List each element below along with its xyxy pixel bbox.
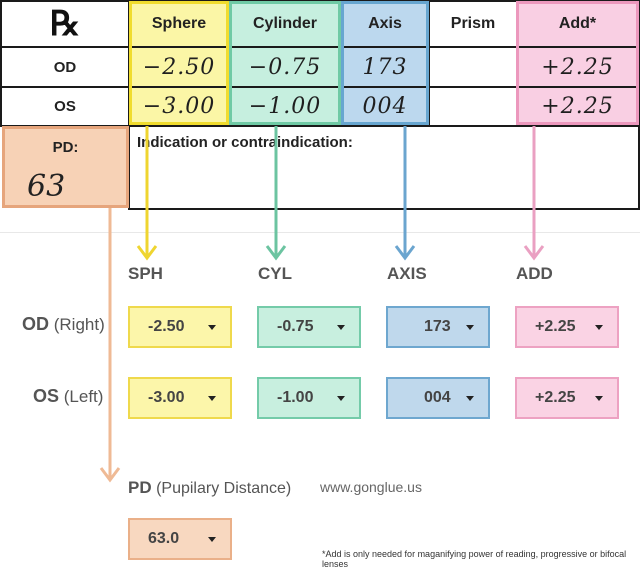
- od-add-select[interactable]: +2.25: [515, 306, 619, 348]
- od-cylinder-value: −0.75: [248, 54, 322, 80]
- pd-card-box: PD: 63: [2, 126, 129, 208]
- os-cyl-select-value: -1.00: [277, 389, 314, 406]
- os-prism-value: [430, 88, 516, 125]
- pd-arrow: [99, 208, 121, 483]
- grid-line: [428, 0, 430, 126]
- od-form-label: OD (Right): [22, 314, 105, 335]
- od-axis-select[interactable]: 173: [386, 306, 490, 348]
- rx-symbol: ℞: [49, 4, 81, 44]
- od-form-label-rest: (Right): [53, 315, 105, 334]
- caret-down-icon: [208, 395, 216, 401]
- axis-header: Axis: [368, 15, 402, 32]
- caret-down-icon: [595, 324, 603, 330]
- cylinder-column-bg: [230, 2, 340, 124]
- os-row-label: OS: [54, 98, 76, 115]
- grid-line: [0, 0, 2, 126]
- od-cyl-select-value: -0.75: [277, 318, 314, 335]
- add-column-header: ADD: [516, 264, 553, 283]
- prescription-card: ℞ Sphere Cylinder Axis Prism Add* OD −2.…: [0, 0, 640, 210]
- od-sph-select[interactable]: -2.50: [128, 306, 232, 348]
- os-form-label-rest: (Left): [63, 387, 104, 406]
- grid-line: [130, 208, 640, 210]
- pd-select[interactable]: 63.0: [128, 518, 232, 560]
- os-axis-select-value: 004: [424, 389, 451, 406]
- os-sphere-value: −3.00: [142, 94, 216, 119]
- website-link[interactable]: www.gonglue.us: [320, 479, 422, 495]
- grid-line: [0, 86, 640, 88]
- prism-header: Prism: [450, 15, 496, 32]
- cyl-column-header: CYL: [258, 264, 292, 283]
- od-axis-value: 173: [362, 54, 408, 80]
- os-cylinder-value: −1.00: [248, 94, 322, 119]
- os-form-label-bold: OS: [33, 386, 60, 406]
- cylinder-header: Cylinder: [252, 15, 317, 32]
- od-form-label-bold: OD: [22, 314, 49, 334]
- caret-down-icon: [595, 395, 603, 401]
- od-add-select-value: +2.25: [535, 318, 576, 335]
- indication-label: Indication or contraindication:: [137, 134, 353, 151]
- caret-down-icon: [466, 395, 474, 401]
- caret-down-icon: [337, 324, 345, 330]
- od-axis-select-value: 173: [424, 318, 451, 335]
- os-sph-select-value: -3.00: [148, 389, 185, 406]
- sphere-column-bg: [130, 2, 228, 124]
- os-add-value: +2.25: [541, 94, 614, 119]
- os-form-label: OS (Left): [33, 386, 103, 407]
- add-header: Add*: [558, 15, 597, 32]
- pd-form-label: PD (Pupilary Distance): [128, 478, 291, 498]
- os-sph-select[interactable]: -3.00: [128, 377, 232, 419]
- pd-form-label-bold: PD: [128, 478, 152, 497]
- caret-down-icon: [337, 395, 345, 401]
- os-axis-value: 004: [362, 94, 408, 119]
- grid-line: [638, 0, 640, 210]
- od-prism-value: [430, 48, 516, 86]
- os-cyl-select[interactable]: -1.00: [257, 377, 361, 419]
- od-row-label: OD: [53, 58, 77, 76]
- caret-down-icon: [208, 536, 216, 542]
- pd-select-value: 63.0: [148, 530, 180, 547]
- pd-card-label: PD:: [52, 139, 79, 156]
- sph-column-header: SPH: [128, 264, 163, 283]
- caret-down-icon: [466, 324, 474, 330]
- od-cyl-select[interactable]: -0.75: [257, 306, 361, 348]
- od-add-value: +2.25: [541, 54, 614, 80]
- axis-column-header: AXIS: [387, 264, 427, 283]
- os-add-select[interactable]: +2.25: [515, 377, 619, 419]
- add-column-bg: [517, 2, 638, 124]
- grid-line: [0, 125, 640, 127]
- pd-form-label-rest: (Pupilary Distance): [156, 480, 292, 497]
- axis-column-bg: [342, 2, 428, 124]
- pd-card-value: 63: [27, 169, 66, 204]
- os-axis-select[interactable]: 004: [386, 377, 490, 419]
- od-sph-select-value: -2.50: [148, 318, 185, 335]
- section-divider: [0, 232, 640, 233]
- od-sphere-value: −2.50: [142, 54, 216, 80]
- sphere-header: Sphere: [151, 15, 207, 32]
- grid-line: [0, 46, 640, 48]
- caret-down-icon: [208, 324, 216, 330]
- add-footnote: *Add is only needed for maganifying powe…: [322, 549, 627, 569]
- os-add-select-value: +2.25: [535, 389, 576, 406]
